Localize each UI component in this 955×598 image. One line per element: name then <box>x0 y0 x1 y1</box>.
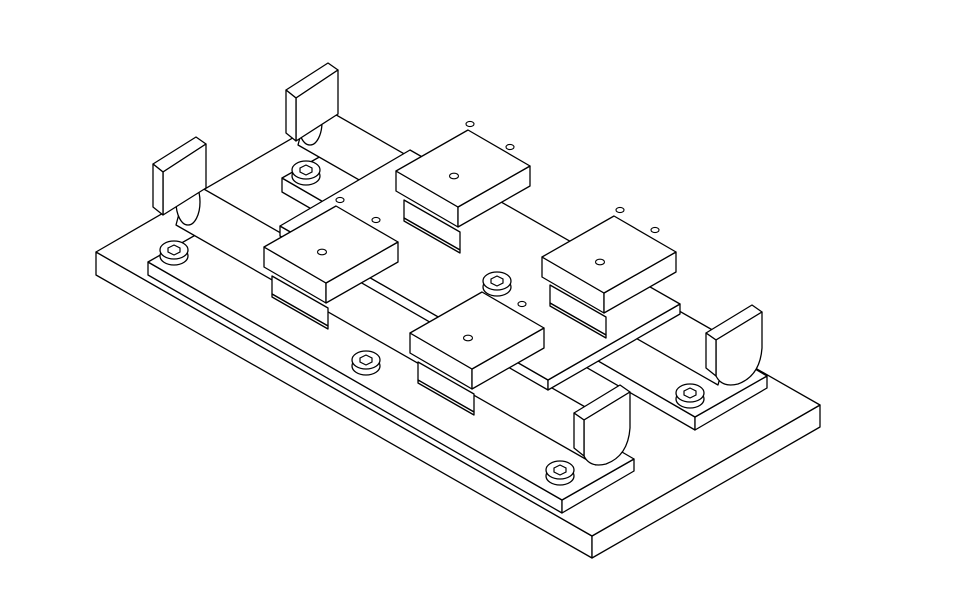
cap-screw-front-left <box>159 240 189 266</box>
bearing-block-back-right <box>541 215 677 339</box>
cap-screw-back-middle <box>482 271 512 297</box>
cap-screws <box>159 160 705 486</box>
cap-screw-front-middle <box>351 350 381 376</box>
bearing-block-front-right <box>409 291 545 416</box>
rail-front-support <box>147 219 635 514</box>
table-mount-holes <box>335 120 660 308</box>
bearing-blocks <box>263 129 677 416</box>
rail-front-end-cap-right <box>573 384 631 466</box>
rail-back-end-cap-left <box>285 62 339 142</box>
cap-screw-back-left <box>291 160 321 186</box>
cap-screw-front-right <box>545 460 575 486</box>
rail-back-end-cap-right <box>705 304 763 386</box>
rail-front-end-cap-left <box>152 136 207 216</box>
cap-screw-back-right <box>675 383 705 409</box>
bearing-block-back-left <box>395 129 531 254</box>
bearing-block-front-left <box>263 205 399 330</box>
